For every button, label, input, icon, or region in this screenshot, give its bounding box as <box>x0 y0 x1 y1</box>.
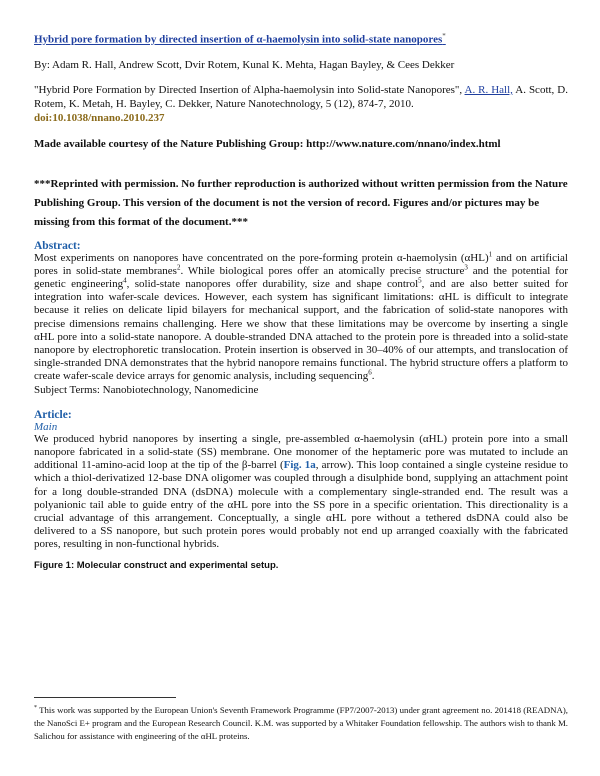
article-paragraph: We produced hybrid nanopores by insertin… <box>34 433 568 552</box>
courtesy-statement: Made available courtesy of the Nature Pu… <box>34 137 501 150</box>
abstract-segment: Most experiments on nanopores have conce… <box>34 251 489 264</box>
section-heading-main: Main <box>34 420 58 433</box>
subject-terms: Subject Terms: Nanobiotechnology, Nanome… <box>34 383 259 396</box>
footnote: * This work was supported by the Europea… <box>34 702 568 743</box>
reference-mark: 3 <box>464 263 468 272</box>
reference-mark: 1 <box>488 250 493 258</box>
citation-prefix: "Hybrid Pore Formation by Directed Inser… <box>34 83 465 96</box>
author-list: By: Adam R. Hall, Andrew Scott, Dvir Rot… <box>34 58 455 71</box>
reference-mark: 5 <box>418 276 422 285</box>
article-heading: Article: <box>34 408 72 421</box>
abstract-segment: and the potential for genetic engineerin… <box>34 264 568 291</box>
abstract-segment: , and are also better suited for integra… <box>34 278 569 383</box>
title-footnote-mark: * <box>442 32 446 40</box>
footnote-divider <box>34 697 176 698</box>
doi: doi:10.1038/nnano.2010.237 <box>34 111 165 124</box>
paper-title-link[interactable]: Hybrid pore formation by directed insert… <box>34 32 568 46</box>
abstract-segment: and on artificial pores in solid-state m… <box>34 251 568 277</box>
citation-suffix: A. Scott, D. Rotem, K. Metah, H. Bayley,… <box>34 83 568 110</box>
abstract-segment: . While biological pores offer an atomic… <box>180 264 465 277</box>
citation: "Hybrid Pore Formation by Directed Inser… <box>34 83 568 111</box>
reprint-notice: ***Reprinted with permission. No further… <box>34 177 568 228</box>
abstract-segment: . <box>371 370 375 383</box>
figure-caption: Figure 1: Molecular construct and experi… <box>34 559 279 571</box>
paper-title[interactable]: Hybrid pore formation by directed insert… <box>34 33 443 46</box>
figure-1a-link[interactable]: Fig. 1a <box>283 459 316 472</box>
reference-mark: 2 <box>176 263 181 272</box>
author-link[interactable]: A. R. Hall, <box>464 83 513 96</box>
reference-mark: 6 <box>368 368 372 377</box>
abstract-heading: Abstract: <box>34 239 81 252</box>
paragraph-segment: , arrow). This loop contained a single c… <box>34 459 568 551</box>
footnote-text: This work was supported by the European … <box>34 704 568 741</box>
abstract-text: Most experiments on nanopores have conce… <box>34 250 569 384</box>
reference-mark: 4 <box>123 276 127 285</box>
footnote-mark: * <box>34 705 37 711</box>
abstract-segment: , solid-state nanopores offer durability… <box>126 278 419 291</box>
paragraph-segment: We produced hybrid nanopores by insertin… <box>34 432 568 472</box>
document-page: Hybrid pore formation by directed insert… <box>34 32 568 571</box>
